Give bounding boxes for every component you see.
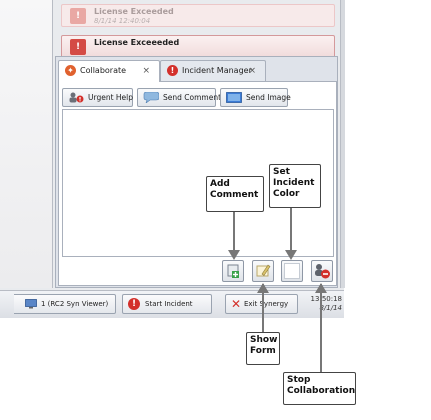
alert-icon: ! (70, 39, 86, 55)
right-edge (340, 0, 345, 288)
alert-title: License Exceeded (94, 7, 174, 16)
button-label: Send Image (246, 93, 291, 102)
add-comment-icon (227, 264, 239, 278)
comment-icon (143, 92, 159, 103)
alert-icon: ! (128, 298, 140, 310)
color-swatch (284, 263, 300, 279)
show-form-button[interactable] (252, 260, 274, 282)
close-icon[interactable]: × (142, 66, 150, 76)
callout-stop-collaboration: Stop Collaboration (283, 372, 356, 405)
add-comment-button[interactable] (222, 260, 244, 282)
clock-date: 8/1/14 (319, 304, 342, 312)
monitor-icon (25, 299, 37, 309)
exit-label: Exit Synergy (244, 300, 289, 308)
callout-set-incident-color: Set Incident Color (269, 164, 321, 208)
alert-item[interactable]: ! License Exceeded 8/1/14 12:40:04 (61, 4, 335, 27)
viewer-label: 1 (RC2 Syn Viewer) (41, 300, 109, 308)
button-label: Urgent Help (88, 93, 133, 102)
send-comment-button[interactable]: Send Comment (137, 88, 221, 107)
left-column (0, 0, 53, 288)
close-icon[interactable]: × (248, 66, 256, 76)
alert-icon: ! (70, 8, 86, 24)
tab-collaborate[interactable]: ✦ Collaborate × (58, 60, 160, 82)
arrow-down-icon (285, 250, 297, 260)
tab-label: Collaborate (80, 66, 127, 75)
clock-time: 13:50:18 (310, 295, 342, 303)
arrow-up-icon (315, 283, 327, 293)
alert-icon: ! (167, 65, 178, 76)
set-incident-color-button[interactable] (281, 260, 303, 282)
exit-synergy-button[interactable]: ✕ Exit Synergy (225, 294, 298, 314)
start-incident-label: Start Incident (145, 300, 193, 308)
arrow-up-icon (257, 283, 269, 293)
callout-line (262, 284, 264, 332)
clock: 13:50:18 8/1/14 (308, 295, 342, 313)
alert-item[interactable]: ! License Exceeeded (61, 35, 335, 58)
tab-label: Incident Manager (182, 66, 252, 75)
alert-title: License Exceeeded (94, 38, 180, 47)
stop-collaboration-icon (315, 264, 330, 279)
callout-line (320, 284, 322, 372)
callout-line (233, 212, 235, 258)
urgent-help-button[interactable]: Urgent Help (62, 88, 133, 107)
start-incident-button[interactable]: ! Start Incident (122, 294, 212, 314)
send-image-button[interactable]: Send Image (220, 88, 291, 107)
alert-time: 8/1/14 12:40:04 (94, 17, 151, 25)
close-icon: ✕ (231, 297, 242, 311)
button-label: Send Comment (163, 93, 222, 102)
tab-incident-manager[interactable]: ! Incident Manager × (160, 60, 266, 81)
callout-show-form: Show Form (246, 332, 280, 365)
arrow-down-icon (228, 250, 240, 260)
flame-icon: ✦ (65, 65, 76, 76)
stop-collaboration-button[interactable] (311, 260, 333, 282)
users-alert-icon (69, 92, 84, 103)
viewer-status[interactable]: 1 (RC2 Syn Viewer) (14, 294, 116, 314)
form-icon (256, 264, 271, 277)
image-icon (226, 92, 242, 103)
callout-line (290, 208, 292, 258)
callout-add-comment: Add Comment (206, 176, 264, 212)
